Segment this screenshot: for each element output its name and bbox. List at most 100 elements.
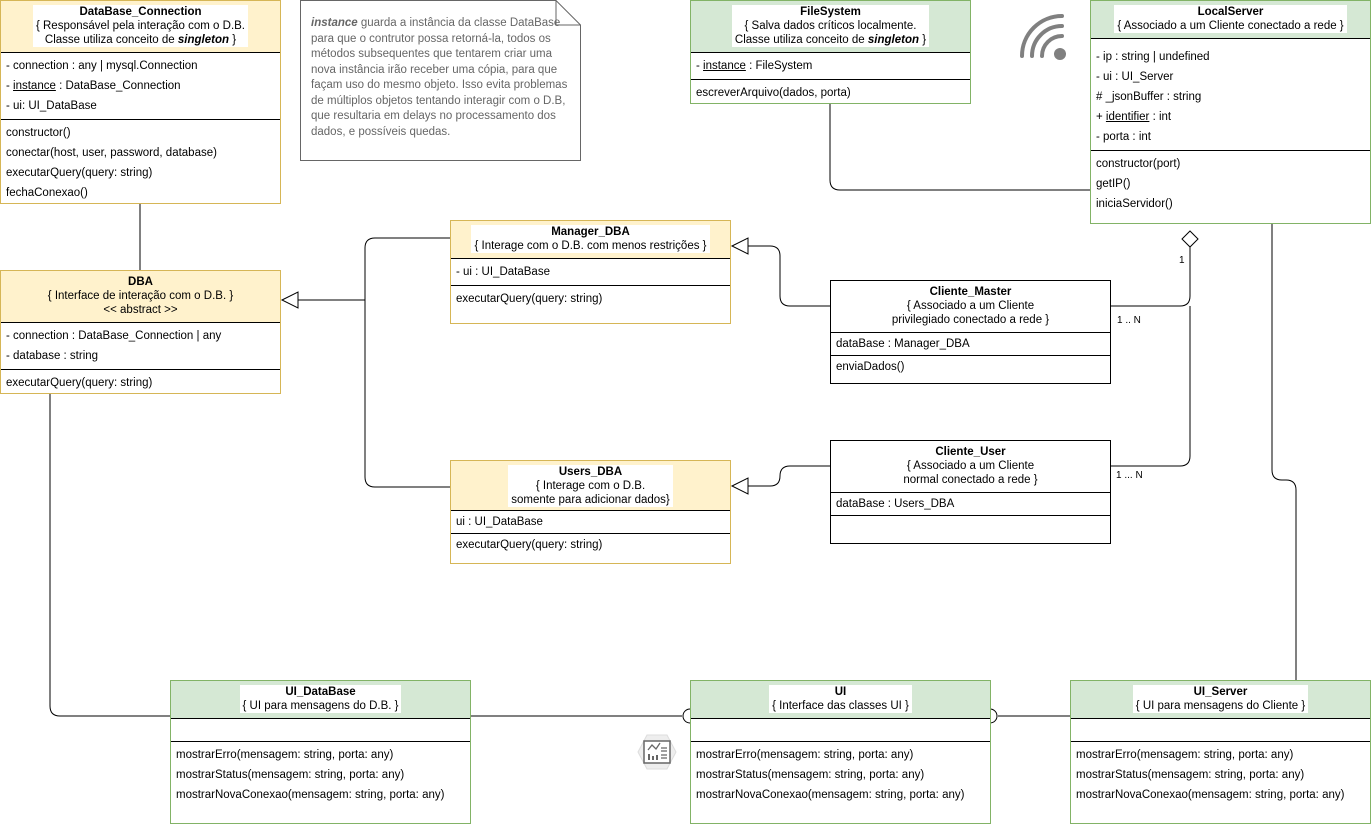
class-header: DataBase_Connection { Responsável pela i… xyxy=(1,1,280,52)
edge-aggregation-master xyxy=(1110,247,1191,307)
method: escreverArquivo(dados, porta) xyxy=(696,87,851,99)
class-header: FileSystem { Salva dados críticos localm… xyxy=(691,1,970,52)
attribute: + identifier : int xyxy=(1096,111,1172,123)
methods-section: constructor() conectar(host, user, passw… xyxy=(1,119,280,206)
attribute: - database : string xyxy=(6,350,99,362)
method: mostrarNovaConexao(mensagem: string, por… xyxy=(696,789,965,801)
attributes-section xyxy=(1071,718,1370,741)
class-description-line2: somente para adicionar dados} xyxy=(511,494,670,506)
class-header: UI { Interface das classes UI } xyxy=(691,681,990,718)
socket-ui-right xyxy=(989,708,998,724)
class-description-line2: normal conectado a rede } xyxy=(903,474,1038,486)
class-description: { Interage com o D.B. xyxy=(535,480,646,492)
class-ui-server[interactable]: UI_Server { UI para mensagens do Cliente… xyxy=(1070,680,1371,824)
edge-manager-dba xyxy=(298,237,450,301)
edge-dba-uidatabase xyxy=(49,394,170,717)
methods-section: mostrarErro(mensagem: string, porta: any… xyxy=(691,741,990,808)
attribute: - ui : UI_DataBase xyxy=(456,266,550,278)
class-header: Manager_DBA { Interage com o D.B. com me… xyxy=(451,221,730,258)
class-cliente-master[interactable]: Cliente_Master { Associado a um Cliente … xyxy=(830,280,1111,384)
edge-users-dba xyxy=(364,300,450,488)
attribute: - instance : FileSystem xyxy=(696,60,813,72)
method: mostrarStatus(mensagem: string, porta: a… xyxy=(696,769,925,781)
edge-filesystem-localserver xyxy=(829,104,1090,191)
edge-clientemaster-manager xyxy=(748,245,830,307)
method: enviaDados() xyxy=(836,361,905,373)
edge-localserver-uiserver xyxy=(1271,224,1297,681)
method: mostrarErro(mensagem: string, porta: any… xyxy=(176,749,394,761)
generalization-arrow-dba xyxy=(280,291,299,309)
attributes-section: dataBase : Users_DBA xyxy=(831,492,1110,515)
method: mostrarNovaConexao(mensagem: string, por… xyxy=(1076,789,1345,801)
class-stereotype: << abstract >> xyxy=(103,304,178,316)
class-manager-dba[interactable]: Manager_DBA { Interage com o D.B. com me… xyxy=(450,220,731,324)
attribute: - ui : UI_Server xyxy=(1096,71,1174,83)
attributes-section xyxy=(171,718,470,741)
wifi-icon xyxy=(1020,14,1066,60)
class-description: { Responsável pela interação com o D.B. xyxy=(35,20,246,32)
methods-section: executarQuery(query: string) xyxy=(1,369,280,396)
method: mostrarStatus(mensagem: string, porta: a… xyxy=(1076,769,1305,781)
edge-clienteuser-users xyxy=(748,465,830,487)
attributes-section: - instance : FileSystem xyxy=(691,52,970,79)
attributes-section: - connection : any | mysql.Connection - … xyxy=(1,52,280,119)
method: getIP() xyxy=(1096,178,1131,190)
method: fechaConexao() xyxy=(6,187,88,199)
class-database-connection[interactable]: DataBase_Connection { Responsável pela i… xyxy=(0,0,281,204)
attributes-section: - ip : string | undefined - ui : UI_Serv… xyxy=(1091,38,1370,150)
multiplicity-user: 1 ... N xyxy=(1116,470,1143,481)
report-icon xyxy=(637,734,677,770)
method: conectar(host, user, password, database) xyxy=(6,147,217,159)
methods-section: executarQuery(query: string) xyxy=(451,285,730,312)
generalization-arrow-users xyxy=(730,477,749,495)
generalization-arrow-manager xyxy=(730,237,749,255)
class-description: { UI para mensagens do Cliente } xyxy=(1135,700,1306,712)
class-header: LocalServer { Associado a um Cliente con… xyxy=(1091,1,1370,38)
method: executarQuery(query: string) xyxy=(456,539,603,551)
class-header: UI_DataBase { UI para mensagens do D.B. … xyxy=(171,681,470,718)
class-description: { Interage com o D.B. com menos restriçõ… xyxy=(474,240,707,252)
attribute: - porta : int xyxy=(1096,131,1151,143)
attribute: # _jsonBuffer : string xyxy=(1096,91,1202,103)
class-name: Cliente_Master xyxy=(929,286,1012,298)
method: executarQuery(query: string) xyxy=(456,293,603,305)
method: iniciaServidor() xyxy=(1096,198,1173,210)
aggregation-diamond xyxy=(1181,230,1199,248)
multiplicity-master: 1 .. N xyxy=(1117,315,1141,326)
class-description: { Associado a um Cliente conectado a red… xyxy=(1117,20,1344,32)
methods-section: constructor(port) getIP() iniciaServidor… xyxy=(1091,150,1370,217)
class-name: Manager_DBA xyxy=(551,226,630,238)
methods-section xyxy=(831,515,1110,540)
class-name: UI xyxy=(834,686,847,698)
method: mostrarErro(mensagem: string, porta: any… xyxy=(696,749,914,761)
class-ui[interactable]: UI { Interface das classes UI } mostrarE… xyxy=(690,680,991,824)
class-description: { Associado a um Cliente xyxy=(906,460,1035,472)
attributes-section: dataBase : Manager_DBA xyxy=(831,332,1110,355)
class-users-dba[interactable]: Users_DBA { Interage com o D.B. somente … xyxy=(450,460,731,564)
class-name: Users_DBA xyxy=(558,466,623,478)
attributes-section: - connection : DataBase_Connection | any… xyxy=(1,322,280,369)
attribute: - connection : any | mysql.Connection xyxy=(6,60,198,72)
attribute: dataBase : Manager_DBA xyxy=(836,338,970,350)
class-localserver[interactable]: LocalServer { Associado a um Cliente con… xyxy=(1090,0,1371,224)
attribute: - instance : DataBase_Connection xyxy=(6,80,181,92)
class-description: { Interface de interação com o D.B. } xyxy=(47,290,234,302)
methods-section: executarQuery(query: string) xyxy=(451,533,730,558)
method: constructor() xyxy=(6,127,71,139)
methods-section: mostrarErro(mensagem: string, porta: any… xyxy=(171,741,470,808)
class-header: Users_DBA { Interage com o D.B. somente … xyxy=(451,461,730,510)
class-filesystem[interactable]: FileSystem { Salva dados críticos localm… xyxy=(690,0,971,104)
method: executarQuery(query: string) xyxy=(6,377,153,389)
class-header: Cliente_User { Associado a um Cliente no… xyxy=(831,441,1110,492)
class-name: FileSystem xyxy=(800,6,861,18)
class-description-line2: Classe utiliza conceito de singleton } xyxy=(734,34,927,46)
class-header: DBA { Interface de interação com o D.B. … xyxy=(1,271,280,322)
method: mostrarStatus(mensagem: string, porta: a… xyxy=(176,769,405,781)
class-cliente-user[interactable]: Cliente_User { Associado a um Cliente no… xyxy=(830,440,1111,544)
class-dba[interactable]: DBA { Interface de interação com o D.B. … xyxy=(0,270,281,394)
class-header: UI_Server { UI para mensagens do Cliente… xyxy=(1071,681,1370,718)
class-ui-database[interactable]: UI_DataBase { UI para mensagens do D.B. … xyxy=(170,680,471,824)
class-name: UI_DataBase xyxy=(285,686,356,698)
edge-aggregation-user xyxy=(1110,306,1191,467)
method: constructor(port) xyxy=(1096,158,1181,170)
